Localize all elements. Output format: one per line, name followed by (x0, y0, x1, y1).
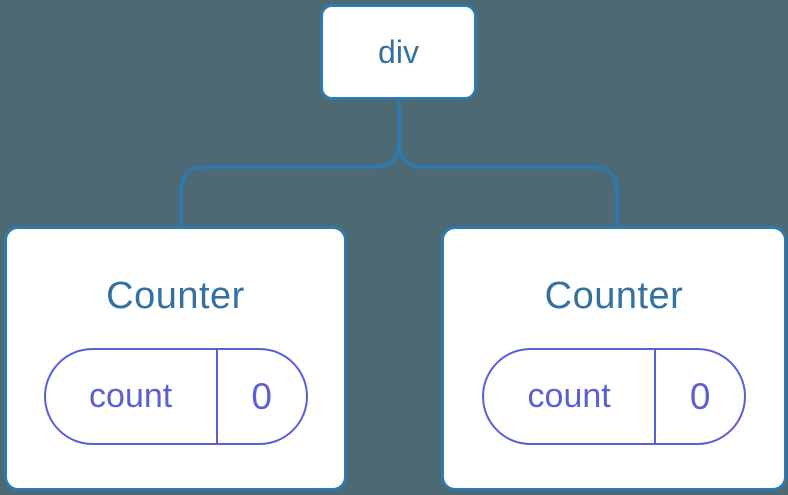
connector-left-branch (179, 100, 401, 227)
state-key: count (527, 377, 611, 415)
counter-title: Counter (544, 275, 684, 317)
state-value: 0 (654, 350, 744, 443)
state-pill: count 0 (43, 348, 308, 445)
counter-node-left: Counter count 0 (4, 226, 347, 491)
connector-right-branch (397, 100, 619, 227)
counter-title: Counter (106, 275, 245, 317)
counter-node-right: Counter count 0 (441, 226, 787, 491)
root-node-div: div (320, 4, 477, 100)
root-node-label: div (378, 33, 419, 70)
state-value: 0 (215, 350, 306, 443)
state-pill: count 0 (482, 348, 746, 445)
state-key: count (89, 377, 173, 415)
